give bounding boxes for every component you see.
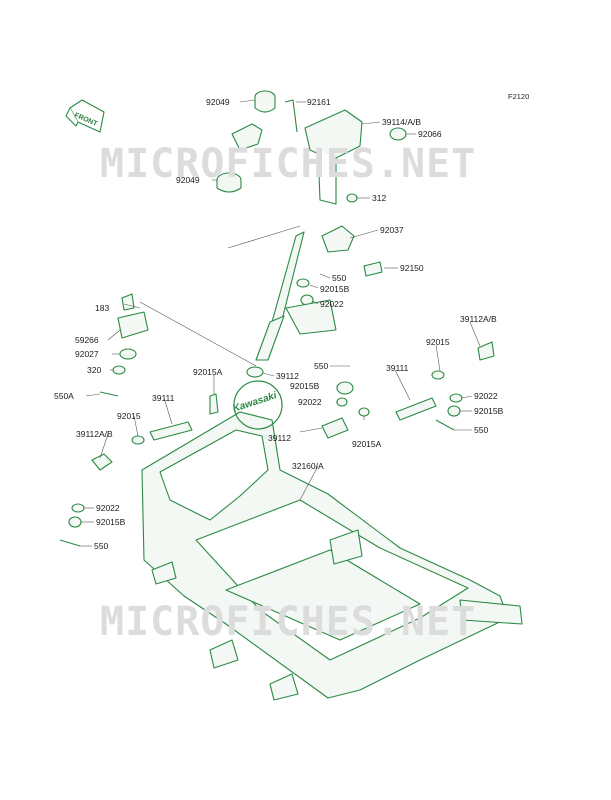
part-label: 92161 [307, 97, 331, 107]
part-label: 92015A [352, 439, 382, 449]
part-label: 92022 [474, 391, 498, 401]
part-label: 92027 [75, 349, 99, 359]
part-label: 92015A [193, 367, 223, 377]
part-label: 39111 [152, 393, 175, 403]
part-label: 92015B [290, 381, 320, 391]
part-label: 92015B [96, 517, 126, 527]
part-label: 550A [54, 391, 74, 401]
part-label: 183 [95, 303, 110, 313]
brand-logo [233, 380, 283, 430]
part-label: 92015B [320, 284, 350, 294]
part-label: 92150 [400, 263, 424, 273]
part-label: 92049 [206, 97, 230, 107]
part-label: 39111 [386, 363, 409, 373]
watermark-bottom: MICROFICHES.NET [100, 599, 477, 645]
part-label: 39112 [268, 433, 292, 443]
part-label: 92049 [176, 175, 200, 185]
part-label: 39112 [276, 371, 300, 381]
part-label: 92022 [320, 299, 344, 309]
kawasaki-logo-ring [233, 380, 283, 430]
part-label: 59266 [75, 335, 99, 345]
part-label: 550 [474, 425, 489, 435]
part-label: 320 [87, 365, 102, 375]
part-label: 39114/A/B [382, 117, 422, 127]
part-label: 550 [332, 273, 347, 283]
part-label: 312 [372, 193, 387, 203]
watermark-top: MICROFICHES.NET [100, 141, 477, 187]
part-label: 92022 [96, 503, 120, 513]
part-label: 39112A/B [460, 314, 497, 324]
part-label: 550 [314, 361, 329, 371]
part-label: 92015B [474, 406, 504, 416]
part-label: 39112A/B [76, 429, 113, 439]
part-label: 92037 [380, 225, 404, 235]
part-label: 92015 [117, 411, 141, 421]
part-label: 92066 [418, 129, 442, 139]
part-label: 550 [94, 541, 109, 551]
part-label: 92015 [426, 337, 450, 347]
figure-id: F2120 [508, 92, 530, 101]
frame-linework [59, 90, 523, 701]
part-label: 92022 [298, 397, 322, 407]
part-label: 32160/A [292, 461, 324, 471]
leader-lines [80, 99, 481, 547]
